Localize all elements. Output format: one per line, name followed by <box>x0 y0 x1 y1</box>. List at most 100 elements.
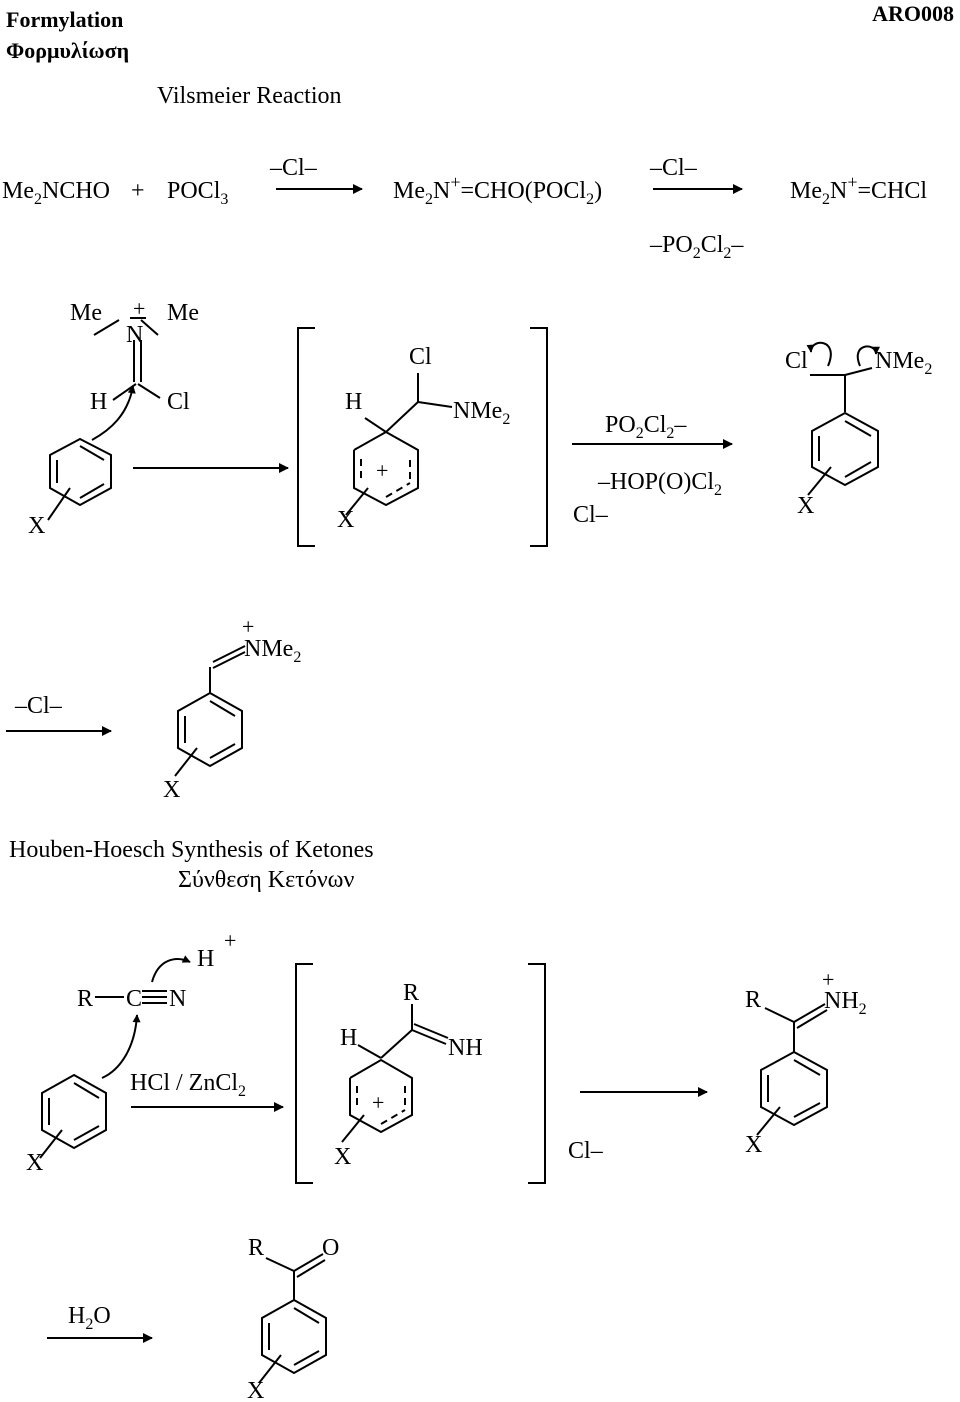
formula-label-part: N <box>169 986 186 1012</box>
formula-label: H <box>90 389 107 415</box>
formula-label: PO2Cl2– <box>605 412 687 442</box>
formula-label: Cl <box>785 348 808 374</box>
formula-label: R <box>745 987 761 1013</box>
formula-label-part: N <box>126 322 143 348</box>
formula-label-part: 2 <box>85 1316 93 1333</box>
formula-label: Cl– <box>568 1138 604 1164</box>
formula-label-part: + <box>450 172 460 192</box>
formula-label-part: 2 <box>425 191 433 208</box>
benzene-ring <box>258 1298 327 1384</box>
formula-label-part: 2 <box>859 1001 867 1018</box>
formula-label: X <box>337 507 354 533</box>
formula-label-part: Cl <box>785 348 808 374</box>
formula-label-part: HCl / ZnCl <box>130 1070 238 1096</box>
formula-label-part: H <box>345 389 362 415</box>
formula-label-part: – <box>730 232 744 258</box>
formula-label-part: H <box>90 389 107 415</box>
formula-label-part: – <box>684 155 698 181</box>
formula-label: POCl3 <box>167 178 228 208</box>
formula-label: H <box>345 389 362 415</box>
formula-label-part: + <box>822 967 834 992</box>
formula-label: R <box>403 980 419 1006</box>
formula-label-part: Cl <box>409 344 432 370</box>
formula-label: Me <box>70 300 102 326</box>
formula-label-part: NH <box>448 1035 483 1061</box>
formula-label-part: + <box>131 178 145 204</box>
formula-label-part: + <box>224 928 236 953</box>
formula-label: NH2 <box>824 988 867 1018</box>
formula-label: + <box>133 296 145 321</box>
formula-label-part: PO <box>662 232 693 258</box>
bracket <box>528 963 546 1184</box>
formula-label-part: R <box>403 980 419 1006</box>
formula-label-part: H <box>340 1025 357 1051</box>
formula-label: Cl <box>409 344 432 370</box>
formula-label-part: Cl <box>644 412 667 438</box>
bracket <box>295 963 313 1184</box>
formula-label: –PO2Cl2– <box>649 232 744 262</box>
formula-label-part: ) <box>594 178 602 204</box>
formula-label: R <box>77 986 93 1012</box>
formula-label: Me2NCHO <box>2 178 110 208</box>
benzene-ring <box>39 1073 107 1159</box>
formula-label: H <box>340 1025 357 1051</box>
formula-label-part: R <box>745 987 761 1013</box>
formula-label-part: + <box>376 458 388 483</box>
formula-label: + <box>224 928 236 953</box>
formula-label-part: Cl <box>568 1138 591 1164</box>
formula-label-part: NMe <box>875 348 924 374</box>
formula-label-part: NH <box>824 988 859 1014</box>
formula-label-part: 2 <box>822 191 830 208</box>
formula-label: X <box>247 1378 264 1402</box>
formula-label-part: 2 <box>238 1083 246 1100</box>
formula-label: Cl– <box>573 502 609 528</box>
formula-label-part: – <box>304 155 318 181</box>
formula-label-part: Cl <box>282 155 305 181</box>
formula-label-part: Me <box>70 300 102 326</box>
formula-label-part: 2 <box>723 245 731 262</box>
formula-label-part: R <box>77 986 93 1012</box>
sigma-complex-ring <box>341 1058 413 1143</box>
formula-label: Cl <box>167 389 190 415</box>
bracket <box>530 327 548 547</box>
formula-label-part: – <box>649 232 663 258</box>
formula-label-part: Cl <box>167 389 190 415</box>
formula-label-part: 2 <box>714 482 722 499</box>
formula-label: + <box>372 1090 384 1115</box>
formula-label: + <box>131 178 145 204</box>
formula-label-part: N <box>433 178 450 204</box>
formula-label: NMe2 <box>875 348 932 378</box>
formula-label: –Cl– <box>649 155 698 181</box>
formula-label-part: X <box>797 493 814 519</box>
formula-label: + <box>376 458 388 483</box>
formula-label-part: X <box>334 1144 351 1170</box>
formula-label: Me2N+=CHCl <box>790 172 927 208</box>
formula-label: HCl / ZnCl2 <box>130 1070 246 1100</box>
formula-label: H <box>197 946 214 972</box>
formula-label: N <box>126 322 143 348</box>
curved-arrow <box>856 345 880 367</box>
document-code: ARO008 <box>872 1 954 26</box>
formula-label-part: X <box>163 777 180 803</box>
formula-label: NMe2 <box>453 398 510 428</box>
formula-label-part: – <box>649 155 663 181</box>
formula-label: + <box>822 967 834 992</box>
formula-label-part: – <box>269 155 283 181</box>
formula-label: H2O <box>68 1303 111 1333</box>
formula-label-part: – <box>595 502 609 528</box>
formula-label-part: 2 <box>586 191 594 208</box>
formula-label-part: H <box>68 1303 85 1329</box>
formula-label-part: – <box>49 693 63 719</box>
curved-arrow <box>806 341 832 367</box>
formula-label-part: + <box>372 1090 384 1115</box>
sigma-complex-ring <box>345 430 419 516</box>
formula-label-part: Me <box>790 178 822 204</box>
formula-label-part: 2 <box>502 411 510 428</box>
formula-label: Me <box>167 300 199 326</box>
formula-label-part: Me <box>167 300 199 326</box>
vilsmeier-title: Vilsmeier Reaction <box>157 83 342 109</box>
formula-label-part: NCHO <box>42 178 110 204</box>
formula-label-part: 2 <box>34 191 42 208</box>
formula-label-part: X <box>745 1132 762 1158</box>
